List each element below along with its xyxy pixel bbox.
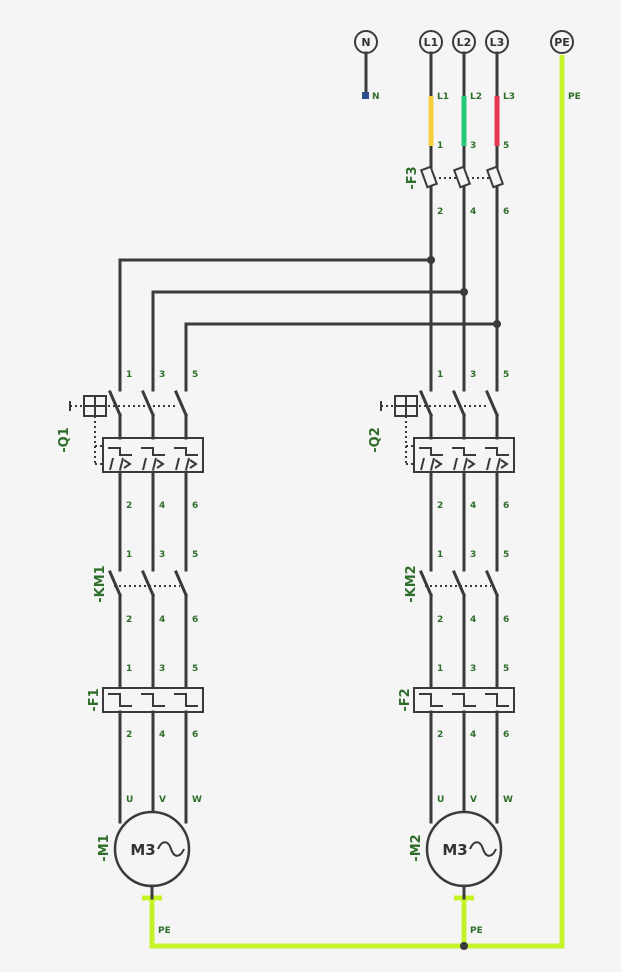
terminal-pe-label: PE bbox=[554, 36, 570, 49]
m1-term-w: W bbox=[192, 795, 202, 805]
km2-pin-6: 6 bbox=[503, 615, 509, 625]
m2-pe-label: PE bbox=[470, 926, 483, 936]
km1-pin-4: 4 bbox=[159, 615, 165, 625]
f3-pin-top-1: 1 bbox=[437, 141, 443, 151]
q1-pin-5: 5 bbox=[192, 370, 198, 380]
junction-l3 bbox=[493, 320, 501, 328]
m1-tag: -M1 bbox=[97, 834, 112, 861]
q2-tag: -Q2 bbox=[368, 427, 383, 453]
m2-term-u: U bbox=[437, 795, 444, 805]
pe-junction bbox=[460, 942, 468, 950]
q1-pin-4: 4 bbox=[159, 501, 165, 511]
f2-pin-1: 1 bbox=[437, 664, 443, 674]
q1-pin-6: 6 bbox=[192, 501, 198, 511]
km2-pin-5: 5 bbox=[503, 550, 509, 560]
m1-ac-symbol-icon bbox=[157, 841, 185, 857]
km1-pin-5: 5 bbox=[192, 550, 198, 560]
terminal-l1-label: L1 bbox=[424, 36, 439, 49]
m1-motor-label: M3 bbox=[130, 841, 155, 859]
f3-pin-bot-4: 4 bbox=[470, 207, 476, 217]
junction-l1 bbox=[427, 256, 435, 264]
l3-pin-label: L3 bbox=[503, 92, 515, 102]
km1-tag: -KM1 bbox=[93, 565, 108, 602]
branch1-l3-feeder bbox=[184, 322, 499, 392]
q1-trip-block bbox=[102, 413, 204, 473]
m1-term-v: V bbox=[159, 795, 166, 805]
q1-pin-3: 3 bbox=[159, 370, 165, 380]
km2-pin-1: 1 bbox=[437, 550, 443, 560]
q1-pin-2: 2 bbox=[126, 501, 132, 511]
km1-pin-2: 2 bbox=[126, 615, 132, 625]
branch1-l1-feeder bbox=[118, 258, 433, 392]
terminal-l3-label: L3 bbox=[490, 36, 505, 49]
q2-pin-4: 4 bbox=[470, 501, 476, 511]
m2-tag: -M2 bbox=[409, 834, 424, 861]
branch-2: 1 3 5 -Q2 bbox=[368, 370, 515, 936]
q1-breaker-contacts bbox=[69, 390, 188, 465]
f1-tag: -F1 bbox=[87, 688, 102, 711]
terminal-pe bbox=[550, 30, 574, 54]
main-fuse-f3: 1 3 5 -F3 2 4 6 bbox=[405, 141, 509, 217]
km1-pin-3: 3 bbox=[159, 550, 165, 560]
neutral-marker bbox=[362, 92, 369, 99]
l2-pin-label: L2 bbox=[470, 92, 482, 102]
f1-overload-relay bbox=[102, 687, 204, 713]
f3-pin-top-3: 3 bbox=[470, 141, 476, 151]
f2-pin-3: 3 bbox=[470, 664, 476, 674]
f1-pin-3: 3 bbox=[159, 664, 165, 674]
f2-pin-2: 2 bbox=[437, 730, 443, 740]
supply-terminals: N L1 L2 L3 PE bbox=[354, 30, 574, 54]
q1-tag: -Q1 bbox=[57, 427, 72, 453]
km2-pin-2: 2 bbox=[437, 615, 443, 625]
km2-pin-4: 4 bbox=[470, 615, 476, 625]
f3-fuse-elements bbox=[419, 165, 505, 189]
f3-tag: -F3 bbox=[405, 166, 420, 189]
m2-ac-symbol-icon bbox=[469, 841, 497, 857]
f2-pin-6: 6 bbox=[503, 730, 509, 740]
m1-term-u: U bbox=[126, 795, 133, 805]
q2-pin-3: 3 bbox=[470, 370, 476, 380]
km2-tag: -KM2 bbox=[404, 565, 419, 602]
f2-pin-5: 5 bbox=[503, 664, 509, 674]
km2-contactor-contacts bbox=[419, 570, 499, 597]
f2-pin-4: 4 bbox=[470, 730, 476, 740]
q1-pin-1: 1 bbox=[126, 370, 132, 380]
km1-contactor-contacts bbox=[108, 570, 188, 597]
q2-pin-2: 2 bbox=[437, 501, 443, 511]
q2-trip-block bbox=[413, 413, 515, 473]
m2-term-w: W bbox=[503, 795, 513, 805]
f1-pin-2: 2 bbox=[126, 730, 132, 740]
f3-pin-bot-6: 6 bbox=[503, 207, 509, 217]
terminal-n-label: N bbox=[361, 36, 370, 49]
branch1-l2-feeder bbox=[151, 290, 466, 392]
m2-motor-label: M3 bbox=[442, 841, 467, 859]
f1-pin-6: 6 bbox=[192, 730, 198, 740]
f2-overload-relay bbox=[413, 687, 515, 713]
q2-pin-5: 5 bbox=[503, 370, 509, 380]
pe-pin-label: PE bbox=[568, 92, 581, 102]
q2-pin-1: 1 bbox=[437, 370, 443, 380]
f3-pin-bot-2: 2 bbox=[437, 207, 443, 217]
f2-tag: -F2 bbox=[398, 688, 413, 711]
f3-pin-top-5: 5 bbox=[503, 141, 509, 151]
terminal-l2-label: L2 bbox=[457, 36, 472, 49]
junction-l2 bbox=[460, 288, 468, 296]
q2-pin-6: 6 bbox=[503, 501, 509, 511]
km1-pin-1: 1 bbox=[126, 550, 132, 560]
f1-pin-4: 4 bbox=[159, 730, 165, 740]
f1-pin-5: 5 bbox=[192, 664, 198, 674]
m2-term-v: V bbox=[470, 795, 477, 805]
l1-pin-label: L1 bbox=[437, 92, 449, 102]
q2-breaker-contacts bbox=[380, 390, 499, 465]
m1-pe-label: PE bbox=[158, 926, 171, 936]
pe-bus bbox=[149, 55, 565, 949]
neutral-pin-label: N bbox=[372, 92, 380, 102]
f1-pin-1: 1 bbox=[126, 664, 132, 674]
km1-pin-6: 6 bbox=[192, 615, 198, 625]
km2-pin-3: 3 bbox=[470, 550, 476, 560]
branch-1: 1 3 5 -Q1 bbox=[57, 370, 204, 936]
